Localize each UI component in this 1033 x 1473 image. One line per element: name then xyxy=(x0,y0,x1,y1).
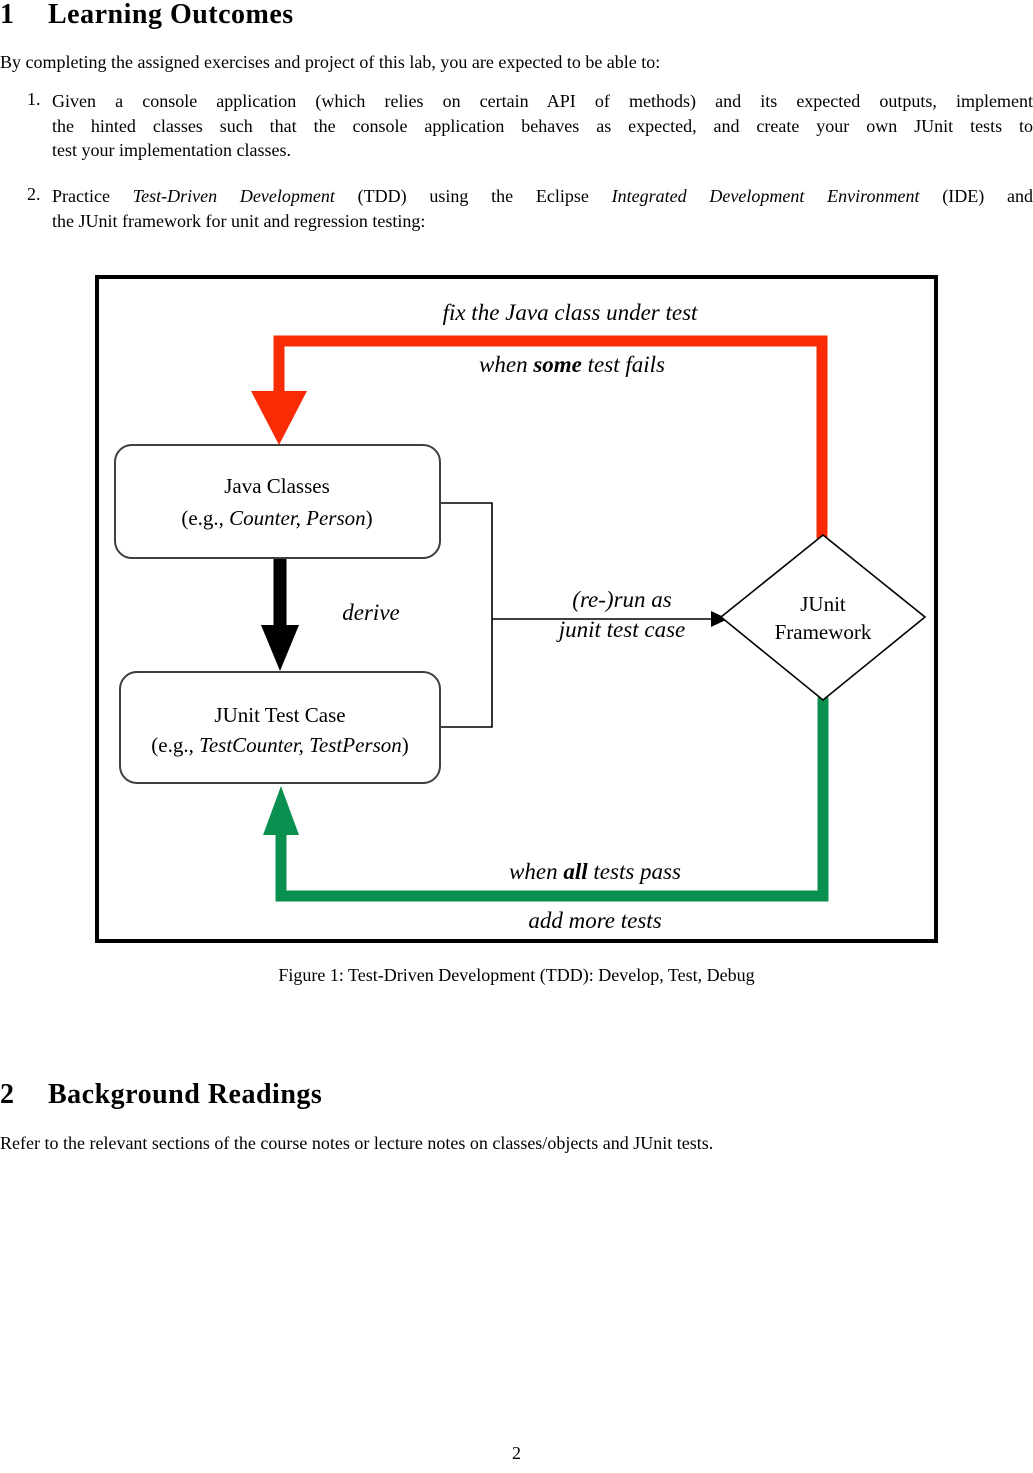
junit-test-case-title: JUnit Test Case xyxy=(214,703,345,727)
eg-italic: TestCounter, TestPerson xyxy=(199,733,402,757)
section-2-title: Background Readings xyxy=(48,1079,323,1110)
text-line: Practice Test-Driven Development (TDD) u… xyxy=(52,184,1033,209)
section-1-title: Learning Outcomes xyxy=(48,0,294,30)
text-line: the JUnit framework for unit and regress… xyxy=(52,210,426,231)
java-classes-title: Java Classes xyxy=(224,474,330,498)
section-2-paragraph: Refer to the relevant sections of the co… xyxy=(0,1133,714,1153)
pass-label: when all tests pass xyxy=(509,859,681,884)
list-item-1-text: Given a console application (which relie… xyxy=(52,89,1033,163)
run-arrowhead xyxy=(711,611,728,627)
junit-framework-diamond xyxy=(719,533,927,702)
list-item-2-text: Practice Test-Driven Development (TDD) u… xyxy=(52,184,1033,233)
text-line: the hinted classes such that the console… xyxy=(52,115,1033,136)
page-number: 2 xyxy=(512,1443,521,1463)
list-item-1: 1. Given a console application (which re… xyxy=(0,89,1033,163)
derive-arrowhead xyxy=(261,625,299,671)
add-label: add more tests xyxy=(528,908,661,933)
text-line: test your implementation classes. xyxy=(52,140,291,160)
fail-label-post: test fails xyxy=(582,352,665,377)
list-item-2: 2. Practice Test-Driven Development (TDD… xyxy=(0,184,1033,233)
java-classes-eg: (e.g., Counter, Person) xyxy=(181,506,372,530)
list-item-1-marker: 1. xyxy=(27,89,41,109)
junit-framework-line1: JUnit xyxy=(800,592,846,616)
intro-paragraph: By completing the assigned exercises and… xyxy=(0,52,661,72)
junit-framework-line2: Framework xyxy=(775,620,872,644)
fail-arrowhead xyxy=(251,391,307,445)
eg-pre: (e.g., xyxy=(151,733,199,757)
section-1-number: 1 xyxy=(0,0,15,30)
fail-label-pre: when xyxy=(479,352,533,377)
pass-arrowhead xyxy=(263,786,299,835)
red-fail-arrow xyxy=(273,335,828,543)
green-pass-arrow xyxy=(275,693,829,902)
junit-test-case-box xyxy=(119,671,441,784)
run-label-line2: junit test case xyxy=(556,617,685,642)
junit-test-case-eg: (e.g., TestCounter, TestPerson) xyxy=(151,733,409,757)
connector-line xyxy=(440,502,493,728)
section-2-number: 2 xyxy=(0,1079,15,1110)
text-run: (TDD) using the Eclipse xyxy=(334,186,612,206)
section-1-heading: 1 Learning Outcomes xyxy=(0,0,1033,32)
text-run: Practice xyxy=(52,186,133,206)
figure-caption: Figure 1: Test-Driven Development (TDD):… xyxy=(278,965,755,985)
eg-post: ) xyxy=(366,506,373,530)
derive-label: derive xyxy=(342,600,399,625)
text-run-italic: Test-Driven Development xyxy=(132,186,335,206)
text-run-italic: Integrated Development Environment xyxy=(611,186,920,206)
list-item-2-marker: 2. xyxy=(27,184,41,204)
fail-label: when some test fails xyxy=(479,352,665,377)
eg-pre: (e.g., xyxy=(181,506,229,530)
pass-label-pre: when xyxy=(509,859,563,884)
text-run: (IDE) and xyxy=(919,186,1033,206)
pass-label-post: tests pass xyxy=(588,859,681,884)
eg-post: ) xyxy=(402,733,409,757)
text-line: Given a console application (which relie… xyxy=(52,91,1033,111)
pass-label-emph: all xyxy=(563,859,588,884)
fail-label-emph: some xyxy=(532,352,582,377)
tdd-figure: fix the Java class under test when some … xyxy=(95,275,938,943)
eg-italic: Counter, Person xyxy=(229,506,366,530)
java-classes-box xyxy=(114,444,441,559)
run-label-line1: (re-)run as xyxy=(572,587,671,612)
section-2-heading: 2 Background Readings xyxy=(0,1078,1033,1112)
figure-frame xyxy=(95,275,938,943)
fix-label: fix the Java class under test xyxy=(443,300,698,325)
